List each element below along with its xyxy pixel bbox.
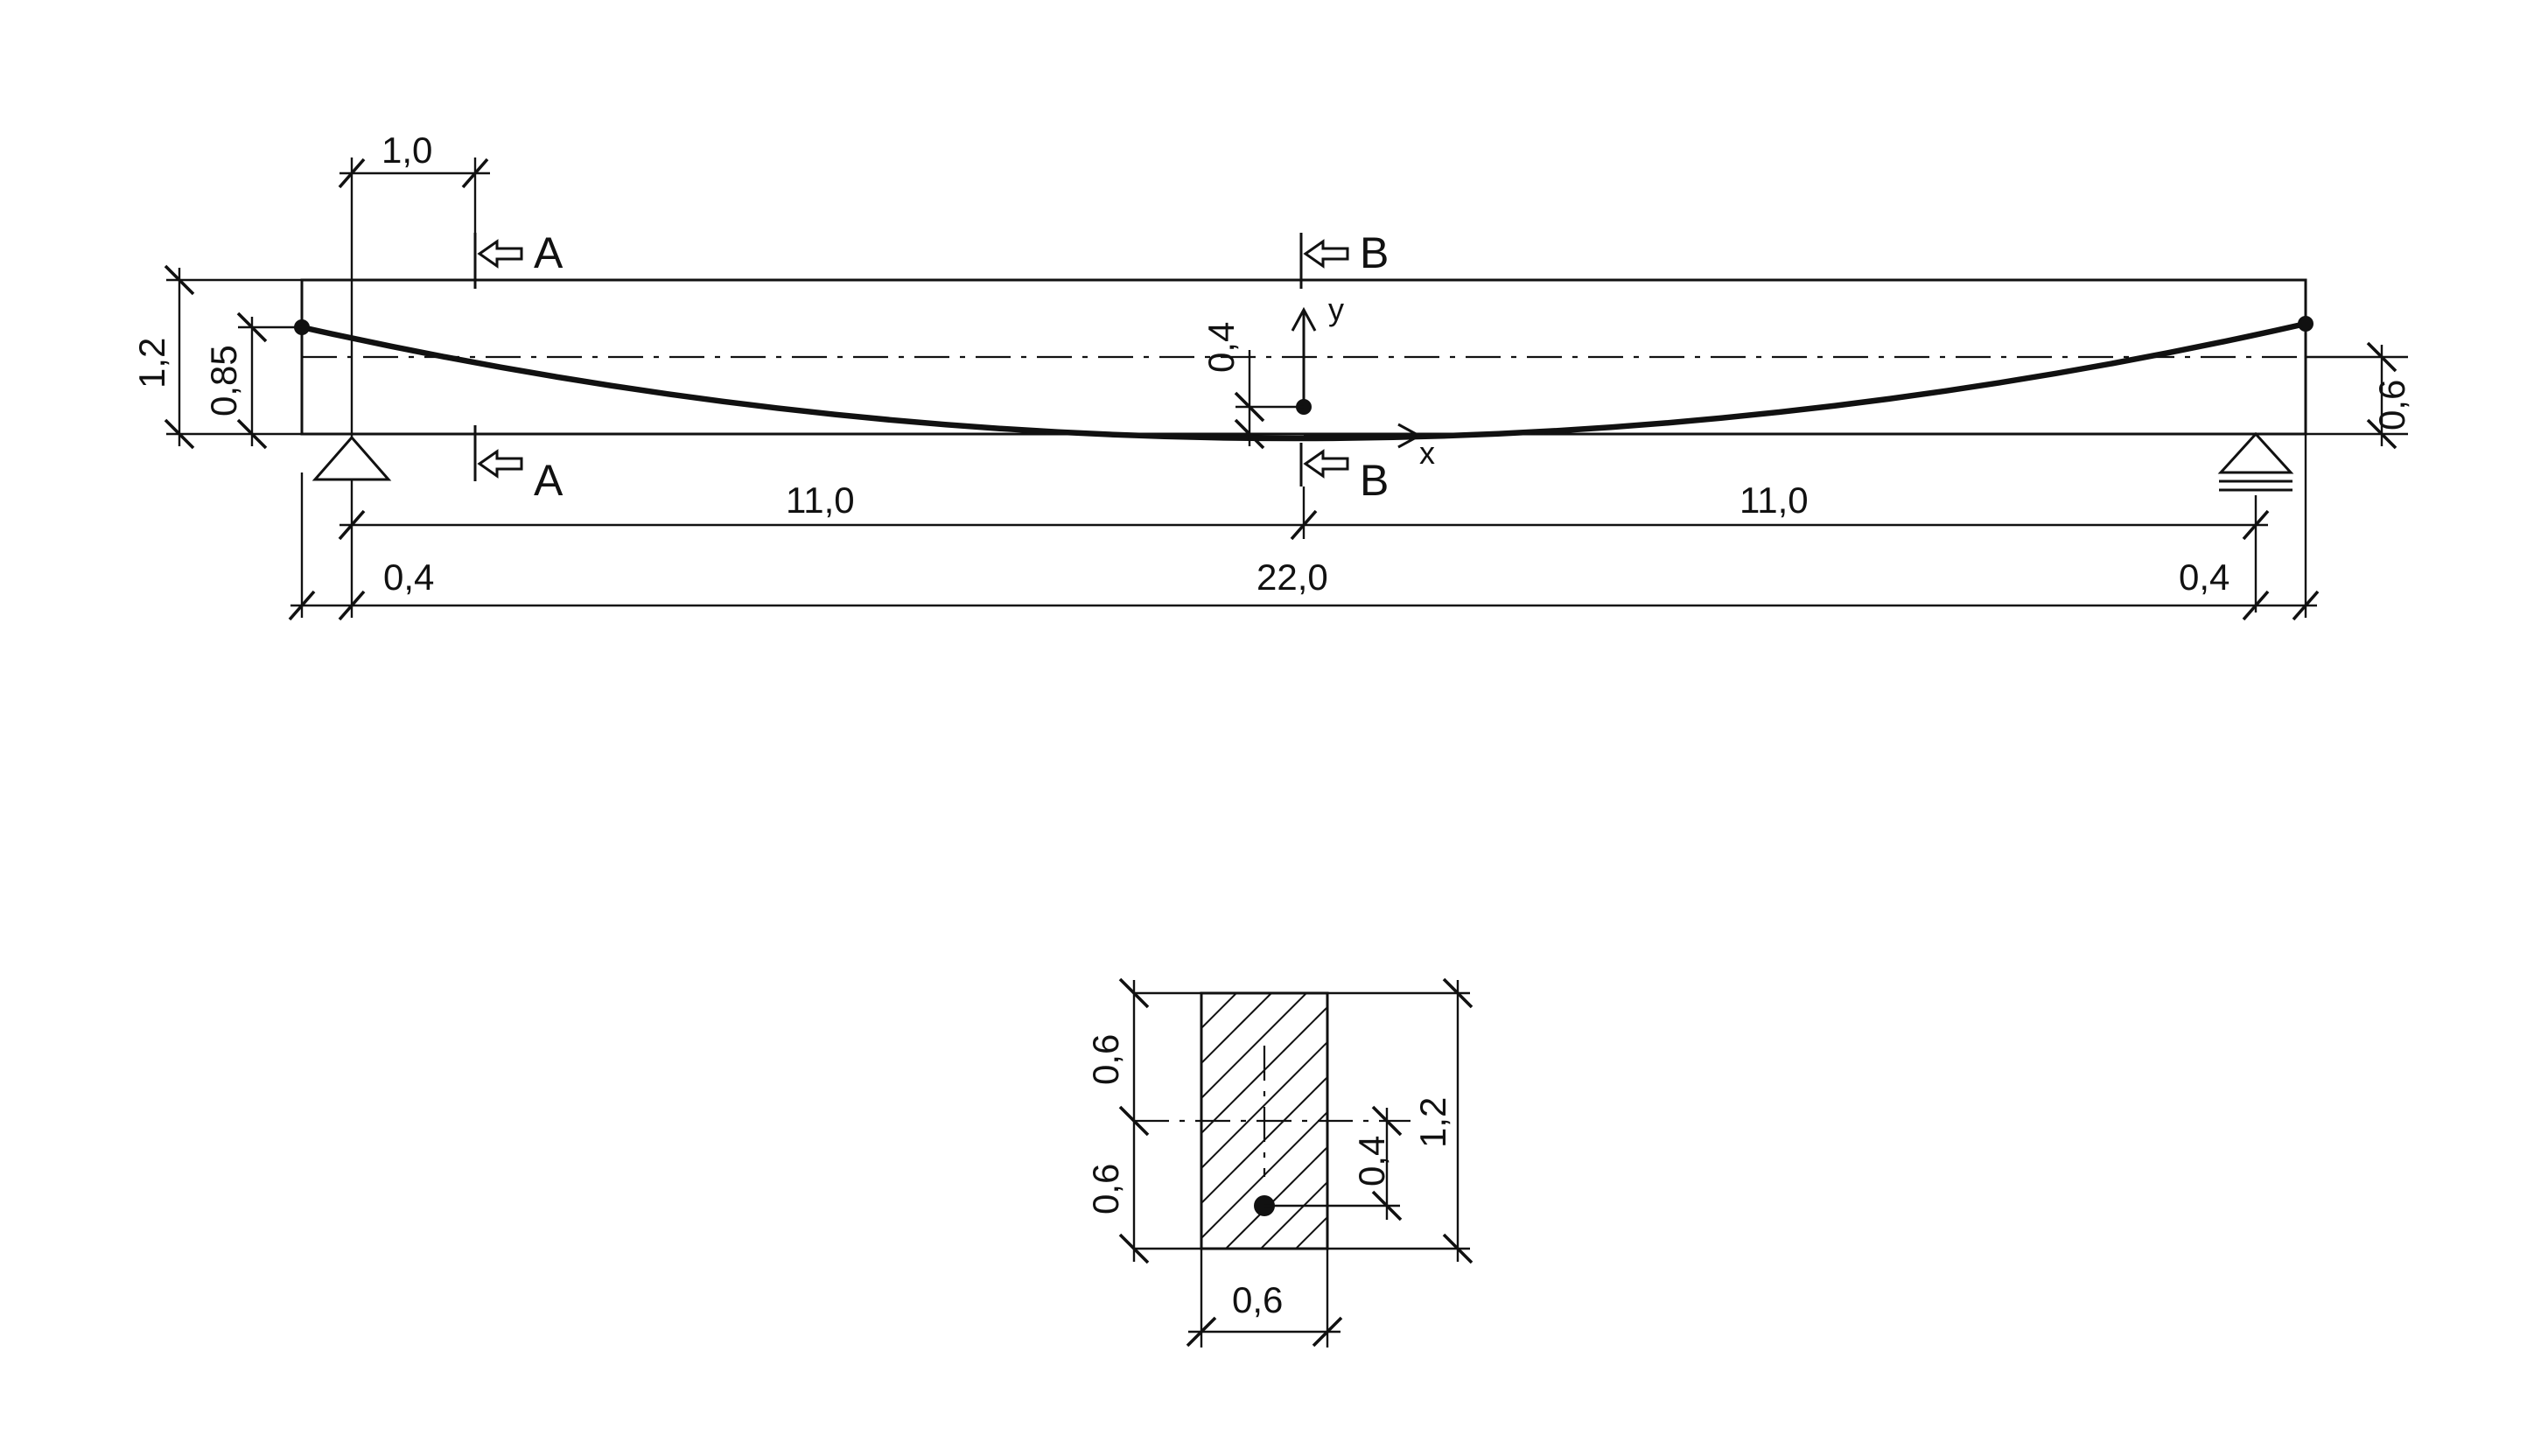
dim-1-0 [338, 158, 490, 233]
dim-0-6-right-label: 0,6 [2371, 380, 2412, 430]
dim-section-left-chain [1118, 977, 1150, 1264]
section-label-a-bottom: A [534, 456, 564, 505]
dim-0-4-mid [1234, 350, 1304, 450]
dim-section-0-4-label: 0,4 [1351, 1136, 1392, 1186]
dim-overall-chain [288, 434, 2320, 621]
dim-11-left-label: 11,0 [786, 480, 855, 521]
section-mark-a-bottom [473, 425, 523, 481]
section-hatching [1201, 993, 1327, 1249]
tendon-profile [301, 320, 2306, 442]
dim-section-0-4 [1371, 1105, 1403, 1222]
dim-0-6-right [2306, 341, 2408, 450]
pinned-support [312, 435, 392, 481]
dim-section-0-6-lower-label: 0,6 [1085, 1164, 1126, 1214]
section-mark-b-bottom [1299, 443, 1349, 486]
beam-elevation: y x A A B B 1,0 [131, 130, 2412, 621]
dim-1-0-label: 1,0 [382, 130, 432, 171]
axis-y [1291, 306, 1317, 407]
dim-0-4-mid-label: 0,4 [1200, 322, 1242, 373]
dim-0-85-label: 0,85 [203, 345, 244, 416]
dim-section-1-2-label: 1,2 [1412, 1097, 1453, 1148]
section-label-b-top: B [1360, 228, 1389, 277]
dim-0-4-left-label: 0,4 [383, 556, 434, 598]
cross-section: 0,6 0,6 0,4 1,2 0,6 [1085, 977, 1474, 1348]
axis-x-label: x [1419, 435, 1435, 471]
roller-support [2217, 431, 2294, 492]
section-mark-a-top [473, 233, 523, 289]
section-label-b-bottom: B [1360, 456, 1389, 505]
dim-section-0-6-upper-label: 0,6 [1085, 1034, 1126, 1085]
section-mark-b-top [1299, 233, 1349, 289]
dim-1-2-left-label: 1,2 [131, 338, 172, 388]
tendon-anchor-right [2298, 316, 2314, 332]
dim-0-4-right-label: 0,4 [2179, 556, 2230, 598]
dim-11-right-label: 11,0 [1740, 480, 1809, 521]
dim-11-chain [338, 486, 2270, 612]
dim-1-2-left [164, 264, 302, 450]
section-label-a-top: A [534, 228, 564, 277]
dim-section-1-2 [1442, 977, 1474, 1264]
axis-x [1304, 423, 1423, 449]
dim-22-label: 22,0 [1256, 556, 1328, 598]
dim-section-width-label: 0,6 [1232, 1279, 1283, 1320]
axis-y-label: y [1328, 291, 1344, 327]
dim-section-width [1186, 1249, 1343, 1348]
dim-0-85 [236, 312, 302, 450]
